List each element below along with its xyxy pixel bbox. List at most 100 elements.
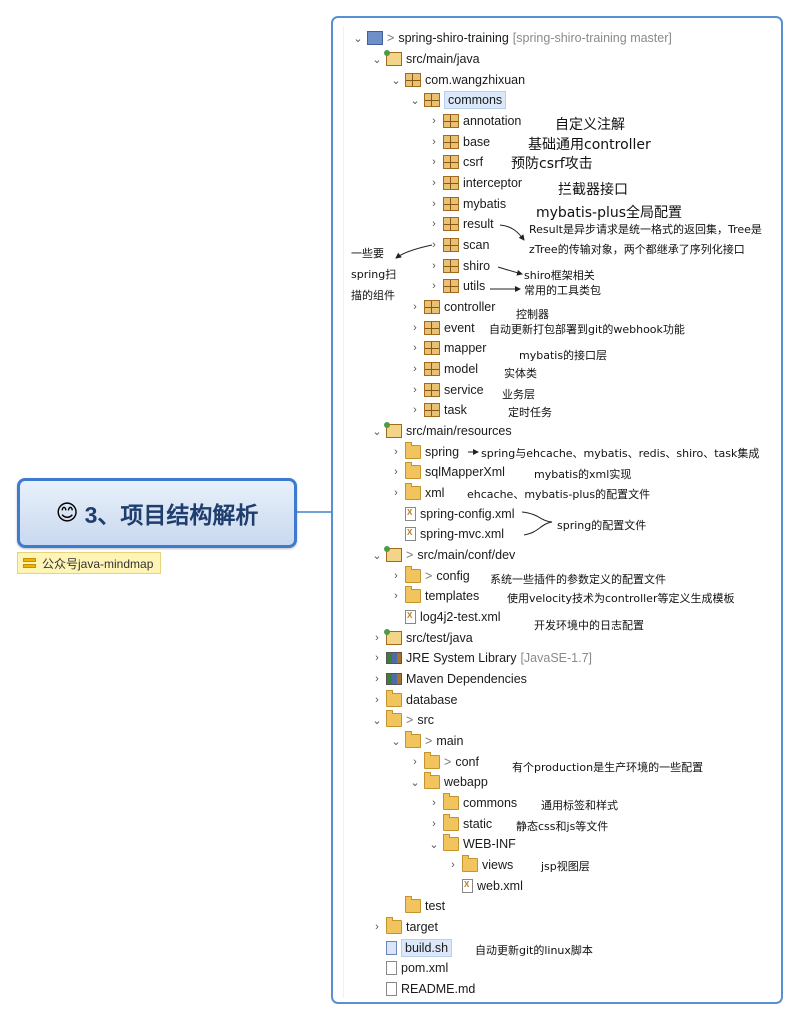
tree-row-mybatis[interactable]: ›mybatis [428,194,506,214]
chevron-right-icon[interactable]: › [432,198,436,210]
chevron-right-icon[interactable]: › [432,177,436,189]
tree-row-conf[interactable]: ›>conf [409,752,479,772]
tree-row-src-main-java[interactable]: ⌄src/main/java [371,49,480,69]
tree-row-base[interactable]: ›base [428,132,490,152]
tree-row-controller[interactable]: ›controller [409,297,495,317]
tree-row-sqlmapperxml[interactable]: ›sqlMapperXml [390,462,505,482]
chevron-right-icon[interactable]: › [375,921,379,933]
tree-row-mapper[interactable]: ›mapper [409,338,486,358]
tree-row-src[interactable]: ⌄>src [371,710,434,730]
tag-label: 公众号java-mindmap [42,556,154,571]
tree-row-com-wangzhixuan[interactable]: ⌄com.wangzhixuan [390,70,525,90]
chevron-down-icon[interactable]: ⌄ [372,425,382,438]
tree-row-label: test [425,899,446,913]
tree-row-event[interactable]: ›event [409,318,475,338]
chevron-down-icon[interactable]: ⌄ [353,32,363,45]
chevron-right-icon[interactable]: › [375,673,379,685]
chevron-right-icon[interactable]: › [394,590,398,602]
tree-row-web-xml[interactable]: web.xml [447,876,523,896]
chevron-right-icon[interactable]: › [432,260,436,272]
chevron-right-icon[interactable]: › [413,322,417,334]
tree-row-test[interactable]: test [390,896,445,916]
chevron-right-icon[interactable]: › [432,239,436,251]
chevron-down-icon[interactable]: ⌄ [410,94,420,107]
chevron-right-icon[interactable]: › [413,404,417,416]
tree-row-pom-xml[interactable]: pom.xml [371,958,448,978]
chevron-right-icon[interactable]: › [413,756,417,768]
tree-row-web-inf[interactable]: ⌄WEB-INF [428,834,516,854]
chevron-down-icon[interactable]: ⌄ [372,549,382,562]
chevron-right-icon[interactable]: › [394,570,398,582]
chevron-right-icon[interactable]: › [413,363,417,375]
central-topic[interactable]: 😊 3、项目结构解析 [17,478,297,548]
chevron-down-icon[interactable]: ⌄ [429,838,439,851]
tree-row-service[interactable]: ›service [409,380,484,400]
note-annotation: 自定义注解 [555,117,625,133]
chevron-right-icon[interactable]: › [432,156,436,168]
tree-row-build-sh[interactable]: build.sh [371,938,453,958]
tree-row-spring-shiro-training[interactable]: ⌄>spring-shiro-training[spring-shiro-tra… [352,28,672,48]
chevron-down-icon[interactable]: ⌄ [391,74,401,87]
tree-row-xml[interactable]: ›xml [390,483,444,503]
tree-row-interceptor[interactable]: ›interceptor [428,173,522,193]
chevron-down-icon[interactable]: ⌄ [410,776,420,789]
library-icon [386,652,402,664]
chevron-right-icon[interactable]: › [432,136,436,148]
tree-row-commons[interactable]: ⌄commons [409,90,507,110]
tree-row-jre-system-library[interactable]: ›JRE System Library[JavaSE-1.7] [371,648,592,668]
tree-row-label: views [482,858,514,872]
tree-row-label: scan [463,238,490,252]
tree-row-config[interactable]: ›>config [390,566,470,586]
tree-row-src-main-conf-dev[interactable]: ⌄>src/main/conf/dev [371,545,515,565]
tree-row-commons[interactable]: ›commons [428,793,517,813]
tree-row-spring[interactable]: ›spring [390,442,459,462]
tree-row-src-test-java[interactable]: ›src/test/java [371,628,473,648]
topic-note-tag[interactable]: 公众号java-mindmap [17,552,161,574]
tree-row-shiro[interactable]: ›shiro [428,256,490,276]
tree-row-label: spring-mvc.xml [420,527,505,541]
tree-row-src-main-resources[interactable]: ⌄src/main/resources [371,421,512,441]
chevron-right-icon[interactable]: › [451,859,455,871]
tree-row-static[interactable]: ›static [428,814,492,834]
chevron-right-icon[interactable]: › [394,466,398,478]
tree-row-result[interactable]: ›result [428,214,494,234]
tree-row-readme-md[interactable]: README.md [371,979,475,999]
chevron-right-icon[interactable]: › [432,818,436,830]
tree-row-log4j2-test-xml[interactable]: log4j2-test.xml [390,607,501,627]
chevron-down-icon[interactable]: ⌄ [372,714,382,727]
tree-row-templates[interactable]: ›templates [390,586,479,606]
chevron-right-icon[interactable]: › [413,342,417,354]
chevron-right-icon[interactable]: › [394,446,398,458]
chevron-right-icon[interactable]: › [432,218,436,230]
tree-row-database[interactable]: ›database [371,690,457,710]
tree-row-main[interactable]: ⌄>main [390,731,463,751]
tree-row-target[interactable]: ›target [371,917,438,937]
tree-row-views[interactable]: › views [447,855,513,875]
tree-row-task[interactable]: ›task [409,400,467,420]
tree-row-csrf[interactable]: ›csrf [428,152,483,172]
tree-row-model[interactable]: ›model [409,359,478,379]
chevron-right-icon[interactable]: › [413,384,417,396]
tree-row-utils[interactable]: ›utils [428,276,485,296]
tree-row-annotation[interactable]: ›annotation [428,111,521,131]
tree-row-label: Maven Dependencies [406,672,527,686]
note-list-icon [23,557,36,569]
chevron-right-icon[interactable]: › [432,797,436,809]
tree-row-spring-mvc-xml[interactable]: spring-mvc.xml [390,524,504,544]
tree-row-label: log4j2-test.xml [420,610,501,624]
tree-row-scan[interactable]: › scan [428,235,489,255]
chevron-right-icon[interactable]: › [394,487,398,499]
tree-row-webapp[interactable]: ⌄webapp [409,772,488,792]
chevron-right-icon[interactable]: › [375,652,379,664]
chevron-right-icon[interactable]: › [432,115,436,127]
chevron-right-icon[interactable]: › [413,301,417,313]
chevron-right-icon[interactable]: › [375,632,379,644]
chevron-down-icon[interactable]: ⌄ [391,735,401,748]
package-icon [443,114,459,128]
chevron-down-icon[interactable]: ⌄ [372,53,382,66]
chevron-right-icon[interactable]: › [432,280,436,292]
chevron-right-icon[interactable]: › [375,694,379,706]
tree-row-spring-config-xml[interactable]: spring-config.xml [390,504,514,524]
package-icon [443,155,459,169]
tree-row-maven-dependencies[interactable]: › Maven Dependencies [371,669,527,689]
